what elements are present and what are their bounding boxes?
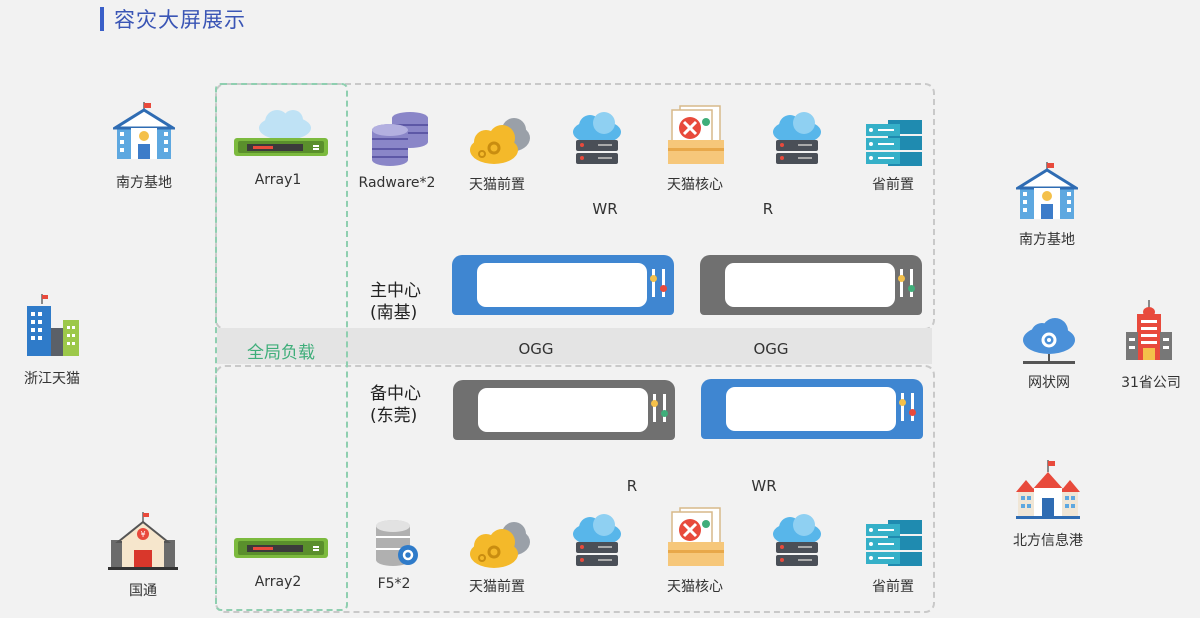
wr-bottom-label: WR bbox=[751, 477, 777, 495]
r-top-label: R bbox=[762, 200, 774, 218]
bank-building-icon: ¥ bbox=[108, 512, 178, 574]
main-display-gray bbox=[700, 255, 922, 315]
building-icon bbox=[1012, 162, 1082, 224]
global-lb-label: 全局负载 bbox=[247, 343, 315, 363]
f5-label: F5*2 bbox=[377, 576, 411, 592]
zhejiang-tmall-label: 浙江天猫 bbox=[24, 371, 80, 387]
page-title: 容灾大屏展示 bbox=[114, 8, 246, 32]
server-rack-icon bbox=[864, 520, 924, 572]
backup-center-label-1: 备中心 bbox=[370, 384, 421, 404]
mesh-network-label: 网状网 bbox=[1028, 375, 1070, 391]
ogg-right-label: OGG bbox=[753, 340, 789, 358]
tmall-core-bottom-label: 天猫核心 bbox=[667, 579, 723, 595]
gear-cloud-icon bbox=[468, 520, 532, 574]
ogg-left-label: OGG bbox=[518, 340, 554, 358]
tools-document-icon bbox=[666, 506, 728, 572]
main-center-label-1: 主中心 bbox=[370, 281, 421, 301]
gear-cloud-icon bbox=[468, 116, 532, 170]
backup-display-blue bbox=[701, 379, 923, 439]
cloud-server-icon bbox=[768, 112, 826, 170]
office-tower-icon bbox=[1123, 300, 1175, 364]
tmall-core-top-label: 天猫核心 bbox=[667, 177, 723, 193]
province-front-bottom-label: 省前置 bbox=[872, 579, 914, 595]
cloud-server-icon bbox=[768, 514, 826, 572]
wr-top-label: WR bbox=[592, 200, 618, 218]
radware-label: Radware*2 bbox=[358, 175, 436, 191]
cloud-server-icon bbox=[568, 112, 626, 170]
array2-label: Array2 bbox=[254, 574, 302, 590]
building-icon bbox=[109, 102, 179, 164]
backup-center-label-2: (东莞) bbox=[370, 406, 418, 426]
guotong-label: 国通 bbox=[129, 583, 157, 599]
right-south-base-label: 南方基地 bbox=[1019, 232, 1075, 248]
tmall-front-top-label: 天猫前置 bbox=[469, 177, 525, 193]
north-hub-label: 北方信息港 bbox=[1013, 533, 1083, 549]
cloud-network-icon bbox=[1020, 316, 1078, 370]
tools-document-icon bbox=[666, 104, 728, 170]
cloud-server-icon bbox=[568, 514, 626, 572]
city-buildings-icon bbox=[24, 294, 82, 360]
global-lb-frame bbox=[215, 83, 348, 611]
array2-device-icon bbox=[233, 535, 329, 565]
global-lb-band bbox=[217, 328, 932, 364]
title-accent-bar bbox=[100, 7, 104, 31]
tmall-front-bottom-label: 天猫前置 bbox=[469, 579, 525, 595]
r-bottom-label: R bbox=[626, 477, 638, 495]
main-display-blue bbox=[452, 255, 674, 315]
database-stack-icon bbox=[370, 110, 430, 172]
server-rack-icon bbox=[864, 120, 924, 172]
array1-device-icon bbox=[233, 106, 329, 162]
array1-label: Array1 bbox=[254, 172, 302, 188]
main-center-label-2: (南基) bbox=[370, 303, 418, 323]
left-south-base-label: 南方基地 bbox=[116, 175, 172, 191]
province31-label: 31省公司 bbox=[1121, 375, 1181, 391]
svg-text:¥: ¥ bbox=[140, 530, 145, 539]
database-gear-icon bbox=[374, 520, 420, 572]
province-front-top-label: 省前置 bbox=[872, 177, 914, 193]
backup-display-gray bbox=[453, 380, 675, 440]
school-building-icon bbox=[1016, 460, 1080, 524]
